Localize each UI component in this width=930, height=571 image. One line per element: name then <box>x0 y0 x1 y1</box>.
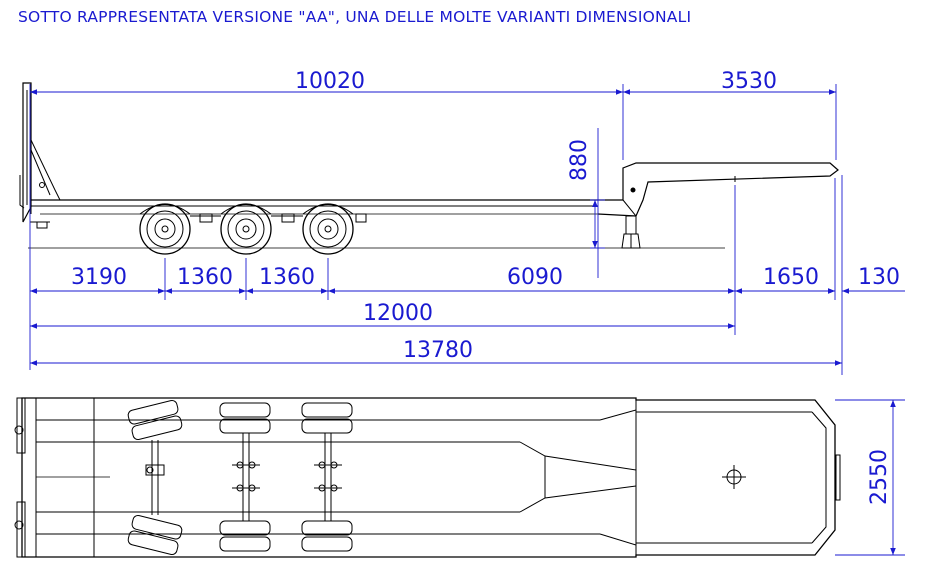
dim-3530: 3530 <box>721 69 777 94</box>
width-dimension <box>835 399 905 556</box>
top-view <box>14 397 841 558</box>
dim-880: 880 <box>567 139 592 181</box>
top-axle-1 <box>127 399 183 556</box>
gooseneck <box>597 162 839 249</box>
dim-10020: 10020 <box>295 69 365 94</box>
side-view <box>19 82 839 255</box>
dim-2550: 2550 <box>867 449 892 505</box>
diagram-title: SOTTO RAPPRESENTATA VERSIONE "AA", UNA D… <box>18 8 692 26</box>
wheel-3 <box>302 203 354 255</box>
top-axle-2 <box>219 402 271 552</box>
dim-1650: 1650 <box>763 265 819 290</box>
top-axle-3 <box>301 402 353 552</box>
dim-1360-b: 1360 <box>259 265 315 290</box>
dim-12000: 12000 <box>363 301 433 326</box>
dim-3190: 3190 <box>71 265 127 290</box>
dim-1360-a: 1360 <box>177 265 233 290</box>
dim-130: 130 <box>858 265 900 290</box>
main-deck <box>30 199 598 215</box>
side-dimensions <box>29 84 905 375</box>
wheel-1 <box>139 203 191 255</box>
dim-6090: 6090 <box>507 265 563 290</box>
wheel-2 <box>220 203 272 255</box>
dim-13780: 13780 <box>403 338 473 363</box>
